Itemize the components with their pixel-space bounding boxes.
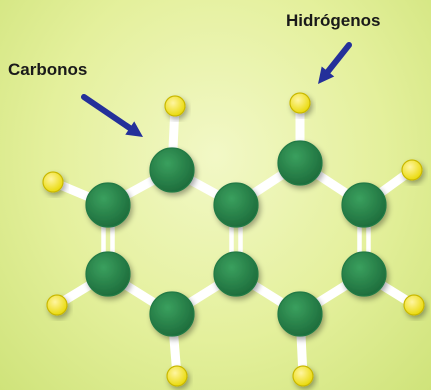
arrows-layer [81, 42, 352, 137]
atoms-layer [42, 92, 425, 387]
carbon-atom-c8 [149, 291, 195, 337]
carbon-atom-c3 [277, 140, 323, 186]
carbon-label: Carbonos [8, 60, 88, 79]
hydrogen-atom-h7 [46, 294, 68, 316]
carbon-atom-c10 [85, 182, 131, 228]
carbon-atom-c1 [149, 147, 195, 193]
hydrogen-atom-h1 [164, 95, 186, 117]
carbon-atom-c6 [277, 291, 323, 337]
hydrogen-atom-h4 [403, 294, 425, 316]
carbon-atom-c5 [341, 251, 387, 297]
carbon-atom-c7 [213, 251, 259, 297]
carbon-atom-c4 [341, 182, 387, 228]
carbon-atom-c2 [213, 182, 259, 228]
carbon-atom-c9 [85, 251, 131, 297]
hydrogen-pointer-arrow [318, 42, 352, 84]
carbon-pointer-arrow [81, 94, 143, 137]
hydrogen-atom-h3 [401, 159, 423, 181]
hydrogen-atom-h8 [42, 171, 64, 193]
hydrogen-atom-h6 [166, 365, 188, 387]
hydrogen-label: Hidrógenos [286, 11, 381, 30]
hydrogen-atom-h2 [289, 92, 311, 114]
bonds-layer [48, 98, 419, 381]
hydrogen-atom-h5 [292, 365, 314, 387]
